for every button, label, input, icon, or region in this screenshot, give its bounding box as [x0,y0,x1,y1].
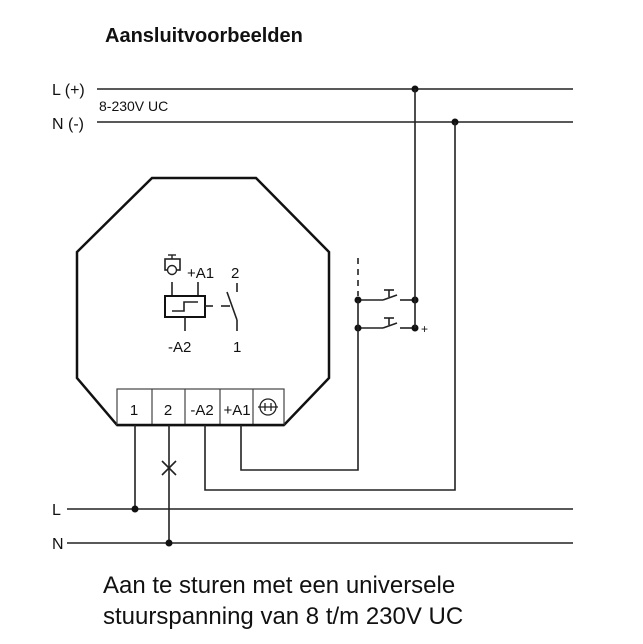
load-n-label: N [52,536,64,553]
load-cross-icon [161,460,177,476]
terminal-block [116,388,285,427]
junction-dot [165,539,173,547]
junction-dot [131,505,139,513]
symbol-contact-2-label: 2 [231,265,239,282]
supply-l-label: L (+) [52,82,85,99]
symbol-contact-1-label: 1 [233,339,241,356]
timer-icon [164,254,181,276]
control-n-wire [204,122,456,491]
caption-line-2: stuurspanning van 8 t/m 230V UC [103,603,463,630]
timer-terminal-icon [258,398,278,416]
symbol-a1-label: +A1 [187,265,214,282]
device-housing [75,176,331,427]
control-a1-wire [240,300,359,471]
pushbutton-plus-label: + [421,322,428,336]
pushbutton-1 [354,289,419,304]
relay-coil-symbol [164,282,230,331]
relay-contact-symbol [226,283,238,331]
load-l-label: L [52,502,61,519]
caption-line-1: Aan te sturen met een universele [103,572,455,599]
symbol-a2-label: -A2 [168,339,191,356]
supply-n-label: N (-) [52,116,84,133]
terminal-2: 2 [164,402,172,419]
supply-voltage: 8-230V UC [99,98,168,114]
terminal-a1: +A1 [223,402,250,419]
terminal-a2: -A2 [190,402,213,419]
pushbutton-2 [354,317,419,332]
terminal-1: 1 [130,402,138,419]
diagram-title: Aansluitvoorbeelden [105,25,303,47]
